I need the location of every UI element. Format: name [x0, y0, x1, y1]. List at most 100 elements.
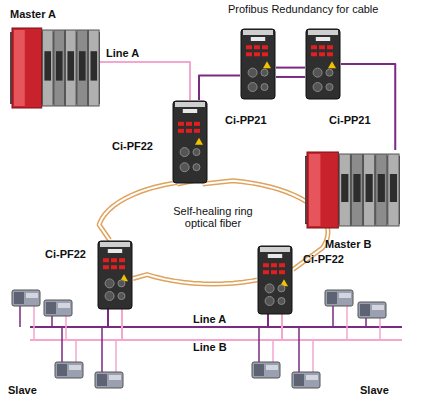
plc-terminal	[390, 174, 397, 202]
module-plate	[108, 249, 122, 253]
status-led	[186, 129, 192, 133]
status-led	[319, 52, 325, 56]
port-connector	[180, 148, 189, 157]
bus-drop	[258, 327, 260, 363]
port-connector	[313, 68, 322, 77]
status-led	[271, 270, 277, 274]
plc-cpu	[12, 28, 42, 108]
port-connector	[118, 293, 125, 300]
connector-group	[133, 275, 257, 284]
fiber-ring-gap	[133, 275, 257, 284]
bus-drop	[33, 305, 35, 340]
status-led	[194, 122, 200, 126]
device-label: Ci-PP21	[225, 114, 267, 126]
plc-module	[88, 30, 99, 106]
line-b-bus	[30, 339, 402, 341]
connector-group	[100, 62, 190, 100]
port-connector	[180, 163, 189, 172]
slave-device	[95, 372, 123, 388]
text-label: Line A	[193, 313, 226, 325]
port-connector	[261, 69, 268, 76]
module-cap	[175, 102, 205, 107]
profibus-cable	[276, 67, 305, 69]
bus-drop	[121, 308, 123, 340]
device-illustration	[305, 150, 400, 230]
slave-face	[360, 304, 370, 316]
port-connector	[193, 149, 200, 156]
status-led	[111, 258, 117, 262]
status-led	[319, 45, 325, 49]
plc-terminal	[67, 51, 74, 80]
slave-plate	[306, 375, 318, 380]
port-connector	[248, 83, 257, 92]
bus-drop	[75, 340, 77, 363]
device-label: Ci-PF22	[45, 248, 86, 260]
plc-terminal	[353, 174, 360, 202]
slave-plate	[339, 293, 351, 298]
status-led	[254, 45, 260, 49]
module-body	[241, 29, 275, 99]
repeater-device: Ci-PF22	[257, 245, 293, 315]
plc-module	[65, 30, 76, 106]
status-led	[103, 258, 109, 262]
slave-device	[55, 362, 83, 378]
plc-cpu-shine	[14, 30, 25, 106]
status-led	[246, 52, 252, 56]
fiber-ring-link	[133, 275, 257, 284]
slave-body	[12, 290, 40, 306]
plc-module	[388, 154, 399, 226]
slave-face	[254, 364, 264, 376]
warning-symbol	[263, 61, 271, 68]
slave-body	[55, 362, 83, 378]
module-plate	[268, 254, 282, 258]
slave-body	[44, 300, 72, 316]
slave-face	[294, 374, 304, 386]
plc-terminal	[366, 174, 373, 202]
slave-plate	[372, 305, 384, 310]
plc-master: Master B	[305, 150, 400, 230]
profibus-cable	[199, 76, 240, 100]
slave-device	[292, 372, 320, 388]
bus-drop	[101, 327, 103, 373]
status-led	[119, 265, 125, 269]
module-body	[258, 246, 292, 314]
device-label: Master A	[10, 8, 56, 20]
bus-drop	[312, 340, 314, 373]
repeater-device: Ci-PF22	[97, 240, 133, 310]
plc-module	[42, 30, 53, 106]
text-label: Profibus Redundancy for cable	[228, 3, 378, 15]
status-led	[327, 52, 333, 56]
module-plate	[183, 109, 197, 113]
bus-drop	[379, 317, 381, 340]
slave-plate	[266, 365, 278, 370]
repeater-device: Ci-PF22	[172, 100, 208, 184]
repeater-device: Ci-PP21	[305, 28, 341, 100]
repeater-device: Ci-PP21	[240, 28, 276, 100]
module-cap	[308, 30, 338, 35]
plc-terminal	[378, 174, 385, 202]
status-led	[262, 52, 268, 56]
plc-module	[364, 154, 375, 226]
status-led	[279, 263, 285, 267]
slave-device	[252, 362, 280, 378]
slave-device	[325, 290, 353, 306]
port-connector	[118, 280, 125, 287]
slave-body	[325, 290, 353, 306]
plc-terminal	[79, 51, 86, 80]
status-led	[186, 122, 192, 126]
warning-symbol	[328, 61, 336, 68]
device-illustration	[172, 100, 208, 184]
port-connector	[248, 68, 257, 77]
port-connector	[105, 279, 114, 288]
slave-body	[292, 372, 320, 388]
plc-module	[77, 30, 88, 106]
slave-body	[95, 372, 123, 388]
slave-face	[57, 364, 67, 376]
status-led	[263, 270, 269, 274]
status-led	[111, 265, 117, 269]
status-led	[262, 45, 268, 49]
slave-device	[12, 290, 40, 306]
slave-plate	[69, 365, 81, 370]
warning-symbol	[195, 138, 203, 145]
